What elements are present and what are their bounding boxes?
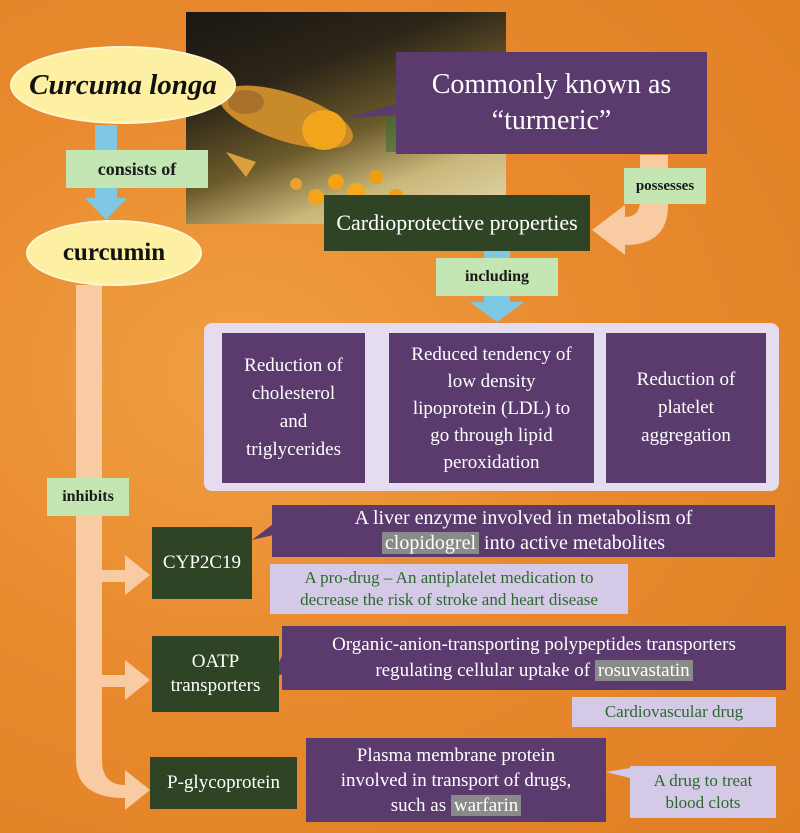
oatp-desc-line2: regulating cellular uptake of rosuvastat…	[375, 658, 693, 684]
curcuma-longa-oval: Curcuma longa	[12, 48, 234, 122]
cyp2c19-desc-line2: clopidogrel into active metabolites	[381, 531, 666, 556]
property-line: cholesterol	[251, 383, 336, 404]
property-line: platelet	[658, 397, 714, 418]
commonly-known-line2: “turmeric”	[491, 105, 612, 136]
clopidogrel-note-line1: A pro-drug – An antiplatelet medication …	[304, 568, 594, 587]
warfarin-highlight: warfarin	[450, 794, 522, 816]
p-glycoprotein-box: P-glycoprotein	[150, 757, 297, 809]
oatp-desc-line1: Organic-anion-transporting polypeptides …	[332, 634, 736, 655]
property-line: lipoprotein (LDL) to	[412, 397, 571, 419]
possesses-label: possesses	[624, 168, 706, 204]
cyp2c19-desc-tail: into active metabolites	[484, 532, 666, 554]
inhibits-label: inhibits	[47, 478, 129, 516]
pgp-desc-line1: Plasma membrane protein	[356, 744, 556, 766]
curcumin-oval: curcumin	[28, 222, 200, 284]
consists-of-label: consists of	[66, 150, 208, 188]
property-line: triglycerides	[246, 439, 341, 460]
property-line: peroxidation	[443, 451, 540, 473]
oatp-name-line1: OATP	[191, 651, 240, 672]
property-platelet: Reduction of platelet aggregation	[606, 333, 766, 483]
pgp-desc-line2: involved in transport of drugs,	[340, 769, 572, 791]
property-ldl: Reduced tendency of low density lipoprot…	[389, 333, 594, 483]
oatp-name-line2: transporters	[170, 675, 261, 696]
warfarin-note-line1: A drug to treat	[653, 771, 753, 790]
cyp2c19-box: CYP2C19	[152, 527, 252, 599]
pgp-desc-pre: such as	[390, 794, 447, 816]
property-line: Reduced tendency of	[411, 343, 572, 365]
commonly-known-box: Commonly known as “turmeric”	[396, 52, 707, 154]
rosuvastatin-highlight: rosuvastatin	[594, 660, 693, 681]
oatp-box: OATP transporters	[152, 636, 279, 712]
oatp-description: Organic-anion-transporting polypeptides …	[282, 626, 786, 690]
including-label: including	[436, 258, 558, 296]
clopidogrel-highlight: clopidogrel	[381, 532, 480, 554]
property-cholesterol: Reduction of cholesterol and triglycerid…	[222, 333, 365, 483]
cyp2c19-desc-line1: A liver enzyme involved in metabolism of	[354, 507, 693, 529]
rosuvastatin-note: Cardiovascular drug	[572, 697, 776, 727]
property-line: and	[279, 411, 308, 432]
warfarin-note-line2: blood clots	[665, 793, 741, 812]
cardioprotective-box: Cardioprotective properties	[324, 195, 590, 251]
warfarin-note: A drug to treat blood clots	[630, 766, 776, 818]
p-glycoprotein-description: Plasma membrane protein involved in tran…	[306, 738, 606, 822]
property-line: low density	[447, 370, 536, 392]
pgp-desc-line3: such as warfarin	[391, 793, 522, 818]
commonly-known-line1: Commonly known as	[431, 69, 672, 100]
clopidogrel-note: A pro-drug – An antiplatelet medication …	[270, 564, 628, 614]
clopidogrel-note-line2: decrease the risk of stroke and heart di…	[300, 590, 598, 609]
property-line: aggregation	[641, 425, 731, 446]
property-line: go through lipid	[430, 424, 553, 446]
property-line: Reduction of	[636, 369, 736, 390]
oatp-desc-pre: regulating cellular uptake of	[375, 660, 591, 681]
property-line: Reduction of	[244, 355, 343, 376]
cyp2c19-description: A liver enzyme involved in metabolism of…	[272, 505, 775, 557]
